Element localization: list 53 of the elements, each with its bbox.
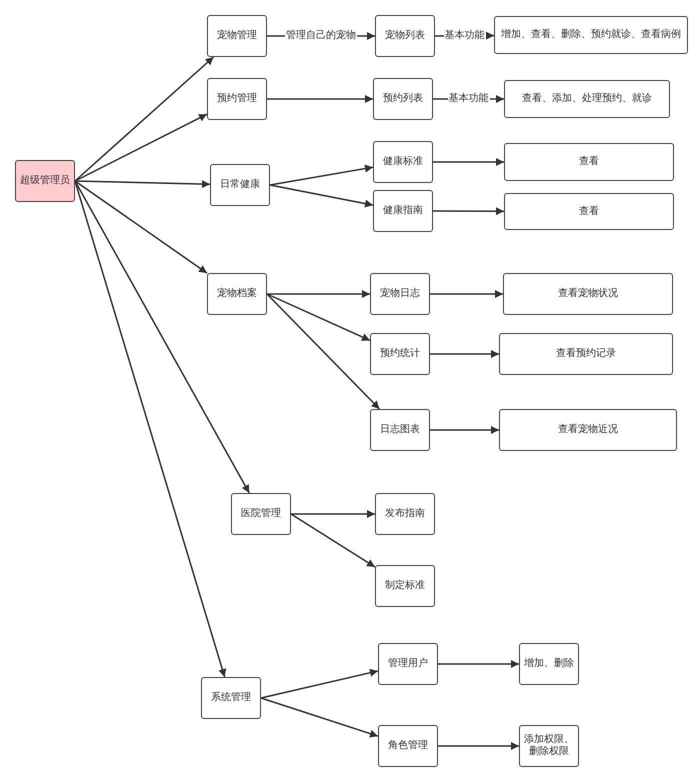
arrow <box>74 56 214 182</box>
process-box: 查看预约记录 <box>499 333 673 375</box>
process-box: 制定标准 <box>375 565 435 607</box>
arrow <box>270 164 374 186</box>
process-box: 超级管理员 <box>15 160 75 202</box>
arrow <box>74 180 210 188</box>
process-box: 宠物管理 <box>207 15 267 57</box>
process-box: 查看宠物状况 <box>503 273 673 315</box>
arrow <box>430 350 499 358</box>
process-box: 医院管理 <box>231 493 291 535</box>
process-box: 日志图表 <box>370 409 430 451</box>
process-box: 查看 <box>504 143 674 181</box>
arrow <box>267 290 370 298</box>
process-box: 增加、删除 <box>519 643 579 685</box>
arrow <box>430 426 499 434</box>
process-box: 发布指南 <box>375 493 435 535</box>
arrow <box>438 660 519 668</box>
arrow <box>266 293 370 342</box>
arrow <box>266 293 380 410</box>
process-box: 增加、查看、删除、预约就诊、查看病例 <box>494 16 688 54</box>
arrow <box>433 207 504 216</box>
arrow <box>270 184 374 208</box>
edge-label: 基本功能 <box>444 30 486 41</box>
process-box: 角色管理 <box>378 725 438 767</box>
arrow <box>291 510 375 518</box>
edge-label: 基本功能 <box>448 94 490 104</box>
arrow <box>430 290 503 298</box>
arrow <box>290 513 376 568</box>
edge-label: 管理自己的宠物 <box>285 31 357 41</box>
process-box: 宠物档案 <box>207 273 267 315</box>
process-box: 系统管理 <box>201 677 261 719</box>
process-box: 管理用户 <box>378 643 438 685</box>
process-box: 添加权限、删除权限 <box>519 725 579 767</box>
process-box: 健康指南 <box>373 190 433 232</box>
process-box: 健康标准 <box>373 141 433 183</box>
arrow <box>260 697 378 738</box>
arrow <box>433 158 504 166</box>
process-box: 查看 <box>504 193 674 230</box>
process-box: 宠物列表 <box>375 15 435 57</box>
process-box: 预约统计 <box>370 333 430 375</box>
arrow <box>267 95 373 103</box>
arrow <box>74 180 208 274</box>
process-box: 查看、添加、处理预约、就诊 <box>504 80 670 118</box>
arrow <box>74 180 226 678</box>
arrow <box>438 742 519 750</box>
process-box: 预约管理 <box>207 78 267 120</box>
process-box: 日常健康 <box>210 164 270 206</box>
process-box: 查看宠物近况 <box>499 409 677 451</box>
process-box: 预约列表 <box>373 78 433 120</box>
arrow <box>74 180 250 494</box>
arrow <box>74 114 208 182</box>
arrow <box>260 668 378 699</box>
process-box: 宠物日志 <box>370 273 430 315</box>
